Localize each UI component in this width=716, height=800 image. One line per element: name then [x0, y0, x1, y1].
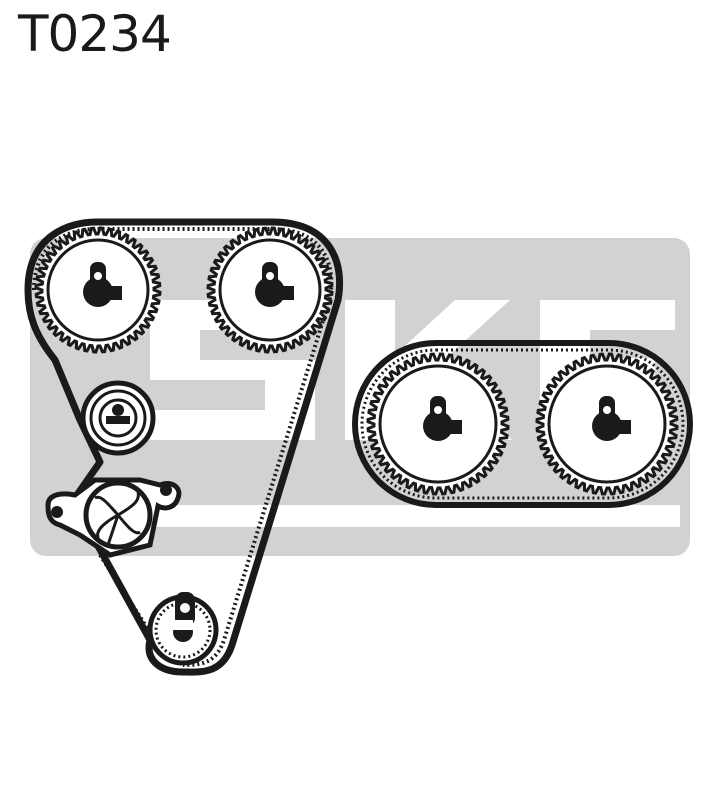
pulley-hub-flat [278, 286, 294, 300]
camshaft-pulley-left [34, 226, 162, 354]
water-pump-impeller-icon [94, 491, 141, 546]
idler-roller [45, 477, 182, 558]
pulley-key-hole [94, 272, 102, 280]
crankshaft-pulley [147, 592, 219, 666]
pulley-key-hole [266, 272, 274, 280]
pulley-hub [592, 411, 622, 441]
timing-belt-secondary [352, 340, 693, 508]
part-number-title: T0234 [18, 5, 172, 63]
pulley-hub-flat [446, 420, 462, 434]
pulley-hub [255, 277, 285, 307]
pulley-hub [423, 411, 453, 441]
pulley-hub-flat [106, 286, 122, 300]
aux-pulley-left [366, 352, 510, 496]
camshaft-pulley-right [206, 226, 334, 354]
pulley-hub-flat [615, 420, 631, 434]
aux-pulley-right [535, 352, 679, 496]
timing-belt-main [24, 218, 344, 676]
pulley-hub [83, 277, 113, 307]
pulley-key-hole [603, 406, 611, 414]
tensioner-roller [80, 380, 156, 456]
pulley-key-hole [434, 406, 442, 414]
